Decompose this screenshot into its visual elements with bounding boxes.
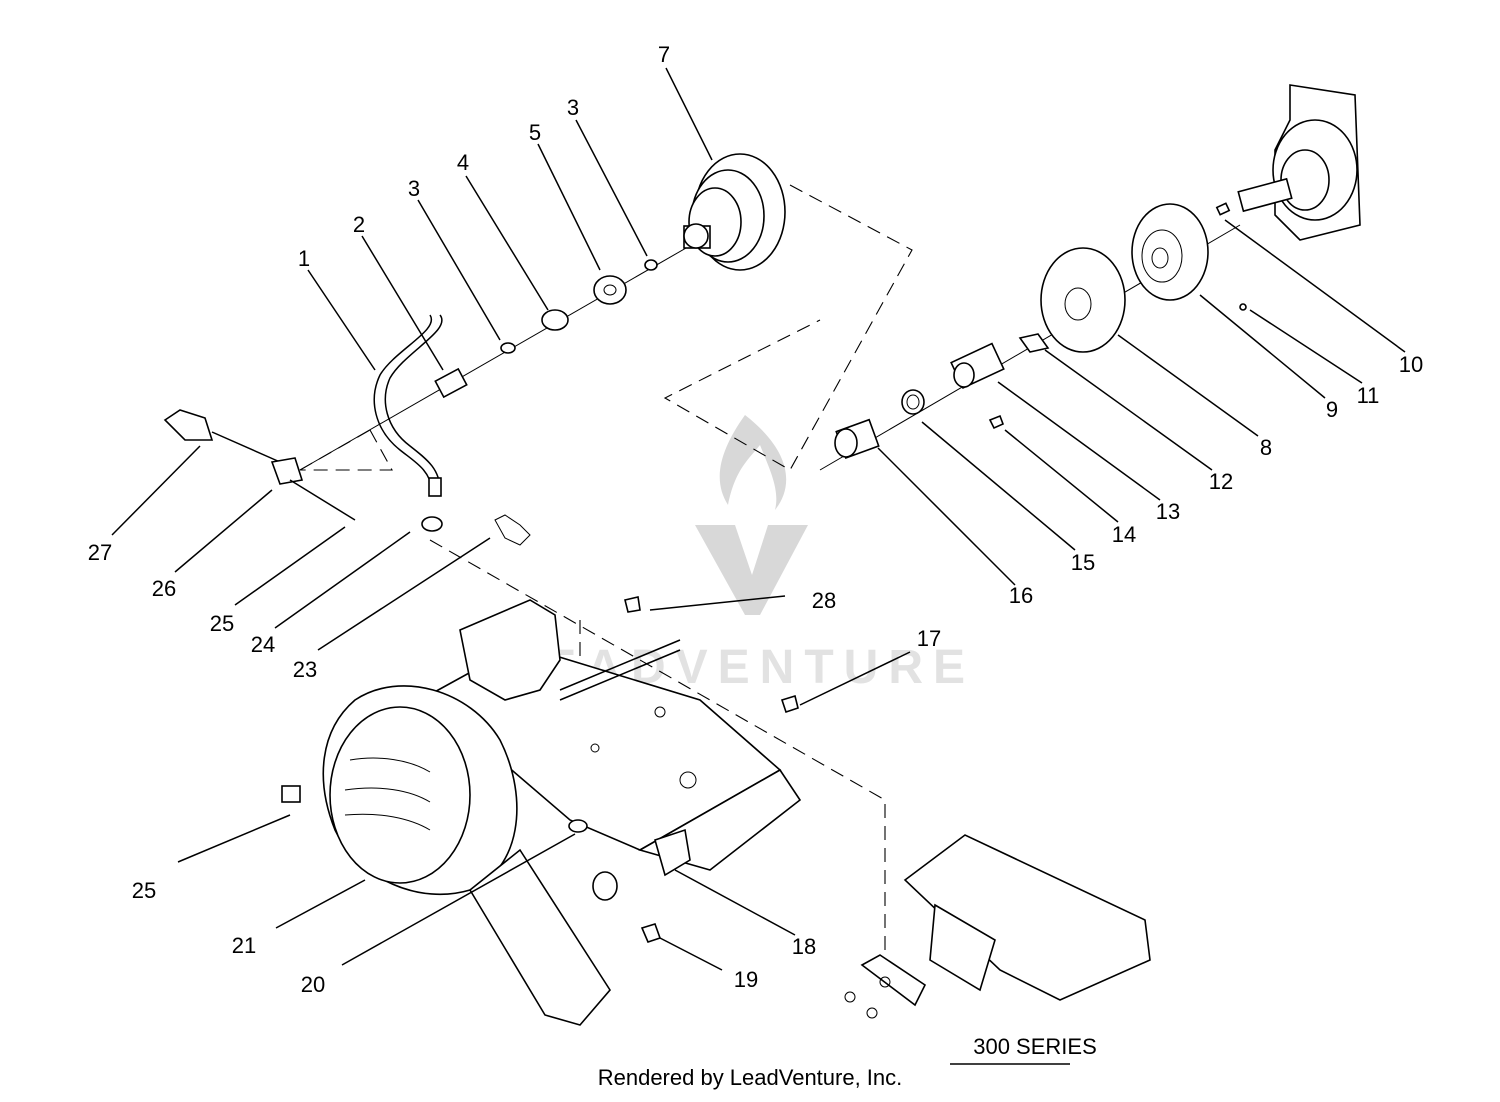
series-300-frame: [844, 834, 1151, 1019]
callout-25b: 25: [132, 878, 156, 903]
part-26-block: [270, 457, 304, 485]
callout-2: 2: [353, 212, 365, 237]
callout-11: 11: [1357, 383, 1380, 408]
part-23-bracket: [494, 514, 531, 546]
callout-17: 17: [917, 626, 941, 651]
callout-10: 10: [1399, 352, 1423, 377]
callout-3a: 3: [408, 176, 420, 201]
flame-v-logo-icon: [695, 415, 808, 615]
part-4-snap-ring: [541, 309, 569, 331]
callout-13: 13: [1156, 499, 1180, 524]
part-9-clutch-pulley: [1131, 203, 1209, 301]
series-label: 300 SERIES: [973, 1034, 1097, 1059]
callout-21: 21: [232, 933, 256, 958]
part-18-plate: [654, 828, 691, 877]
ref-dash-upper-left: [299, 429, 393, 471]
part-8-disc: [1040, 247, 1126, 353]
callout-26: 26: [152, 576, 176, 601]
part-5-bearing: [593, 275, 627, 305]
knob: [592, 871, 618, 901]
part-1-rod-edge: [384, 314, 443, 491]
part-13-sleeve: [950, 342, 1005, 390]
leader-lines: [111, 67, 1406, 971]
part-21-chute-housing: [322, 685, 611, 1026]
callout-15: 15: [1071, 550, 1095, 575]
part-25-block: [281, 785, 301, 803]
part-28-bolt: [624, 596, 641, 613]
part-27-wire: [211, 431, 281, 463]
ref-dash-pulley: [663, 184, 913, 471]
callout-20: 20: [301, 972, 325, 997]
part-12-bracket: [1018, 333, 1050, 353]
part-19-bolt: [640, 923, 662, 943]
callout-3b: 3: [567, 95, 579, 120]
part-10-engine-housing: [1215, 84, 1361, 241]
callout-4: 4: [457, 150, 469, 175]
part-2-bushing: [434, 367, 468, 399]
callout-5: 5: [529, 120, 541, 145]
frame-shaft: [559, 639, 681, 691]
callout-8: 8: [1260, 435, 1272, 460]
callout-1: 1: [298, 246, 310, 271]
callout-27: 27: [88, 540, 112, 565]
part-3-ring-a: [500, 342, 516, 354]
part-1-rod: [373, 314, 433, 491]
callout-16: 16: [1009, 583, 1033, 608]
part-14-bolt: [988, 414, 1005, 430]
part-20-washer: [568, 819, 588, 833]
footer-credit: Rendered by LeadVenture, Inc.: [598, 1065, 903, 1090]
part-15-ring: [901, 389, 925, 415]
callout-23: 23: [293, 657, 317, 682]
watermark-logo: LEADVENTURE: [505, 415, 965, 694]
callout-14: 14: [1112, 522, 1136, 547]
callout-12: 12: [1209, 469, 1233, 494]
callout-28: 28: [812, 588, 836, 613]
callout-labels: 1 2 3 4 5 3 7 10 11 9 8 12 13 14 15 16 2…: [88, 42, 1423, 997]
callout-7: 7: [658, 42, 670, 67]
callout-19: 19: [734, 967, 758, 992]
part-17-nut: [780, 694, 799, 714]
part-7-pulley: [683, 153, 786, 271]
part-24-washer: [421, 516, 443, 532]
part-3-ring-b: [644, 259, 658, 271]
callout-24: 24: [251, 632, 275, 657]
callout-25a: 25: [210, 611, 234, 636]
part-11-set-screw: [1239, 303, 1247, 311]
callout-18: 18: [792, 934, 816, 959]
part-27-clip: [163, 409, 214, 441]
part-25-pin: [289, 479, 356, 521]
part-1-rod-end: [428, 477, 442, 497]
callout-9: 9: [1326, 397, 1338, 422]
part-16-spacer: [834, 418, 880, 459]
